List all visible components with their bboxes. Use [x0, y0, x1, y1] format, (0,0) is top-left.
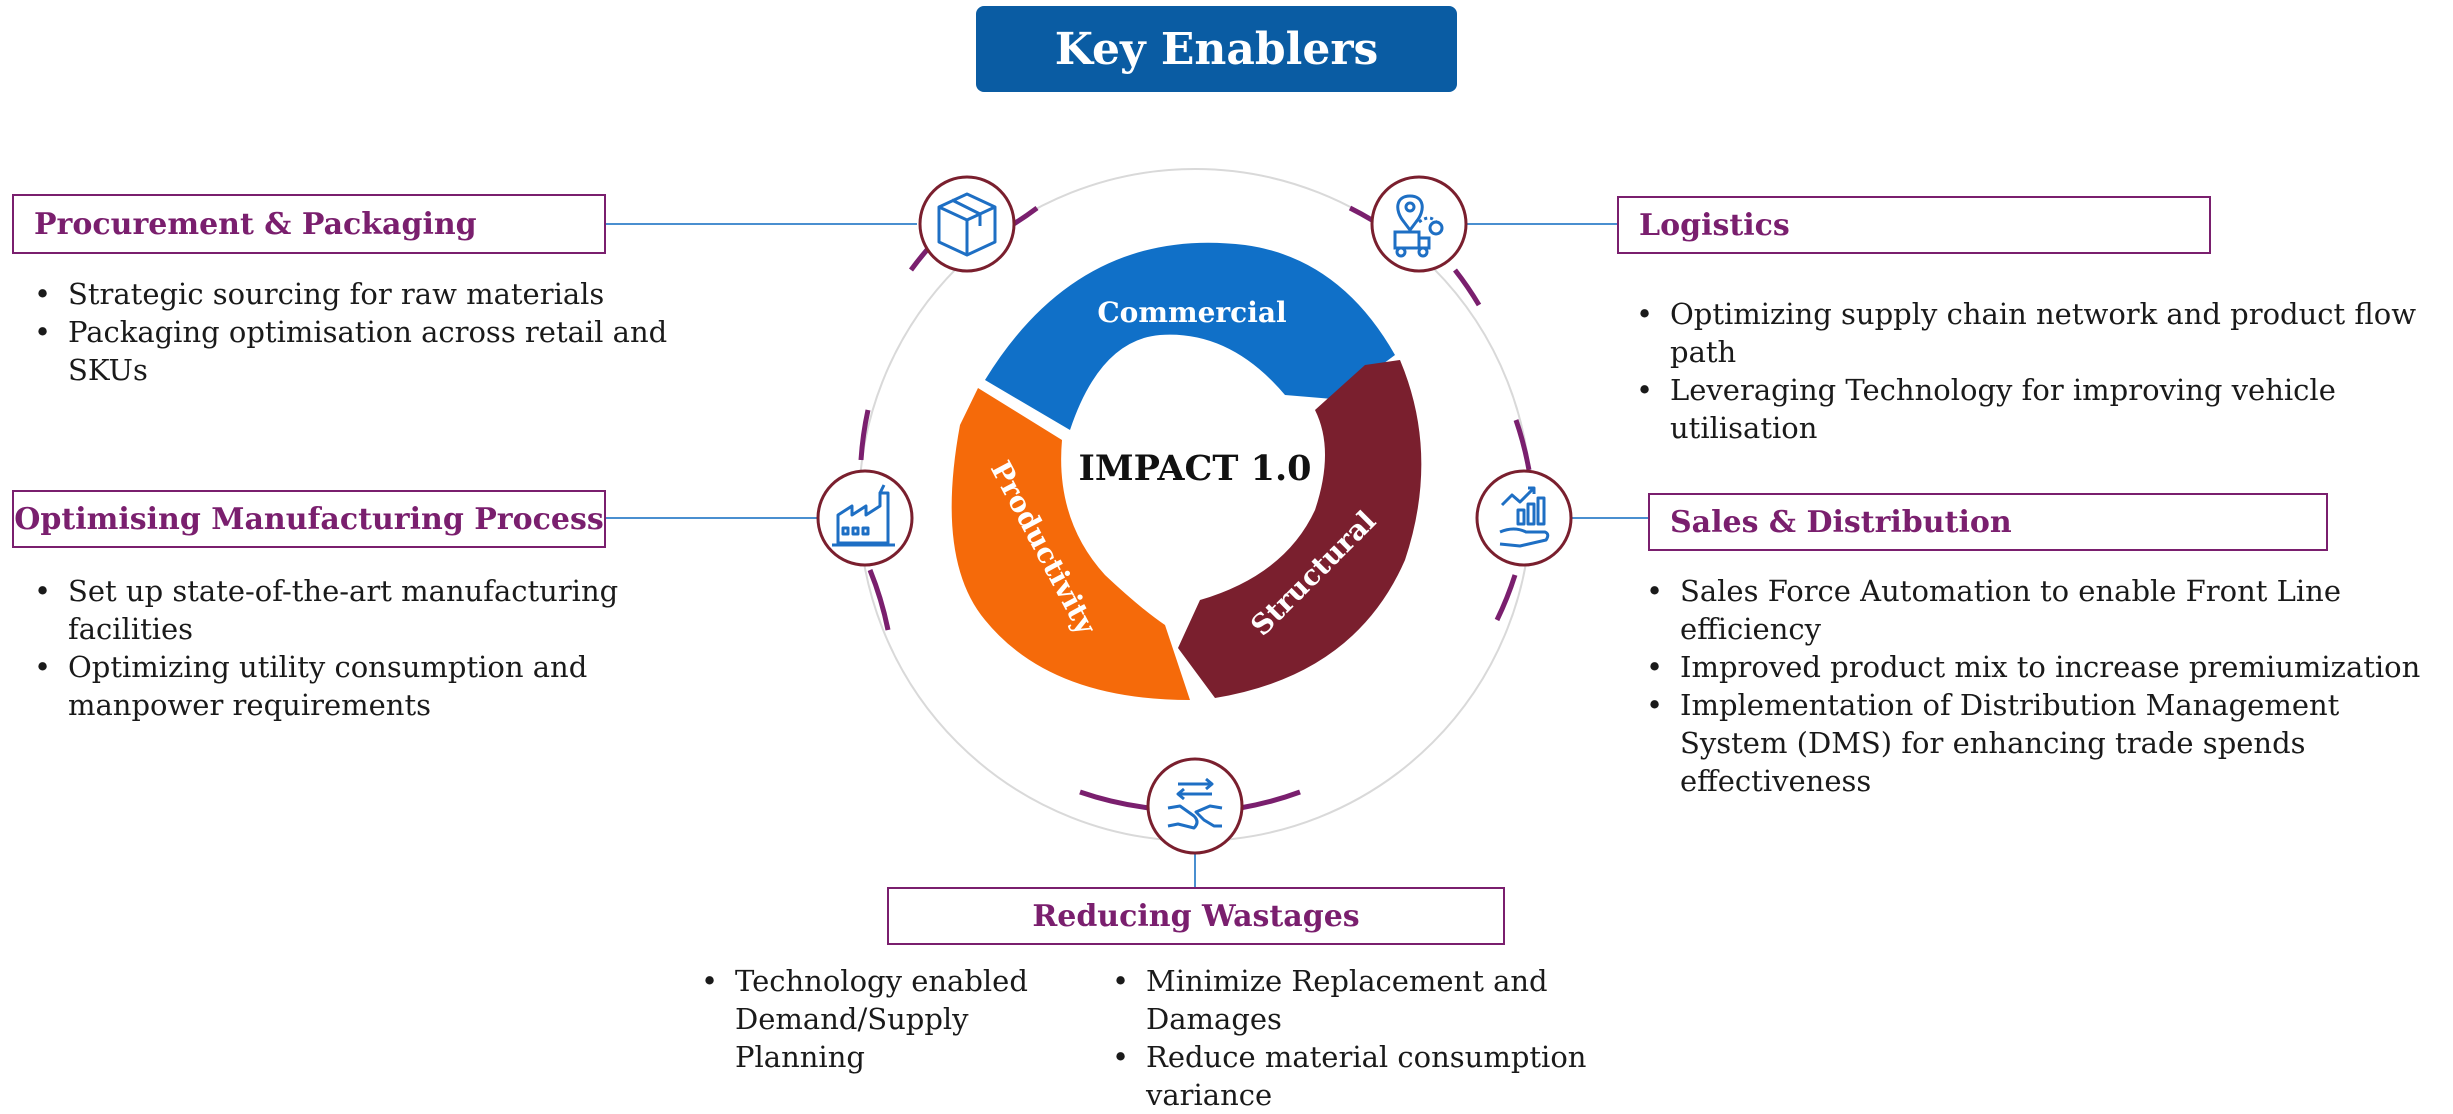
wastages-bullet: Technology enabled Demand/Supply Plannin… — [697, 962, 1097, 1076]
factory-icon — [832, 484, 895, 547]
logistics-bullet: Optimizing supply chain network and prod… — [1632, 295, 2453, 371]
sales-bullet: Implementation of Distribution Managemen… — [1642, 686, 2453, 800]
manufacturing-icon-node — [816, 469, 914, 567]
manufacturing-bullet: Set up state-of-the-art manufacturing fa… — [30, 572, 750, 648]
impact-center-label: IMPACT 1.0 — [1078, 448, 1311, 489]
segment-structural — [1178, 360, 1422, 698]
delivery-route-icon — [1393, 194, 1444, 258]
sales-bullet: Improved product mix to increase premium… — [1642, 648, 2453, 686]
wastages-bullets-left: Technology enabled Demand/Supply Plannin… — [697, 962, 1097, 1076]
logistics-bullet: Leveraging Technology for improving vehi… — [1632, 371, 2453, 447]
handshake-icon — [1167, 777, 1223, 830]
segment-commercial-label: Commercial — [1097, 296, 1286, 329]
ring-accent-arc — [1453, 268, 1482, 307]
category-manufacturing: Optimising Manufacturing Process — [12, 490, 606, 548]
wastages-bullets-right: Minimize Replacement and Damages Reduce … — [1108, 962, 1668, 1114]
page-title: Key Enablers — [976, 6, 1457, 92]
category-procurement-packaging: Procurement & Packaging — [12, 194, 606, 254]
procurement-bullet: Packaging optimisation across retail and… — [30, 313, 730, 389]
ring-accent-arc — [1079, 789, 1151, 811]
ring-accent-arc — [867, 569, 891, 631]
logistics-bullets: Optimizing supply chain network and prod… — [1632, 295, 2453, 447]
category-reducing-wastages: Reducing Wastages — [887, 887, 1505, 945]
ring-accent-arc — [858, 409, 871, 461]
sales-bullet: Sales Force Automation to enable Front L… — [1642, 572, 2453, 648]
ring-accent-arc — [1494, 574, 1518, 622]
ring-accent-arc — [1239, 789, 1301, 811]
manufacturing-bullet: Optimizing utility consumption and manpo… — [30, 648, 750, 724]
sales-growth-icon — [1499, 486, 1550, 548]
segment-commercial — [985, 242, 1395, 430]
logistics-icon-node — [1370, 175, 1468, 273]
wastages-bullet: Reduce material consumption variance — [1108, 1038, 1668, 1114]
procurement-icon-node — [918, 175, 1016, 273]
category-logistics: Logistics — [1617, 196, 2211, 254]
wastages-bullet: Minimize Replacement and Damages — [1108, 962, 1668, 1038]
manufacturing-bullets: Set up state-of-the-art manufacturing fa… — [30, 572, 750, 724]
package-box-icon — [937, 192, 997, 257]
sales-icon-node — [1475, 469, 1573, 567]
procurement-bullet: Strategic sourcing for raw materials — [30, 275, 730, 313]
impact-diagram: Commercial Structural Productivity IMPAC… — [606, 168, 1648, 887]
wastages-icon-node — [1146, 757, 1244, 855]
segment-productivity — [951, 388, 1190, 700]
category-sales-distribution: Sales & Distribution — [1648, 493, 2328, 551]
sales-bullets: Sales Force Automation to enable Front L… — [1642, 572, 2453, 800]
procurement-bullets: Strategic sourcing for raw materials Pac… — [30, 275, 730, 389]
